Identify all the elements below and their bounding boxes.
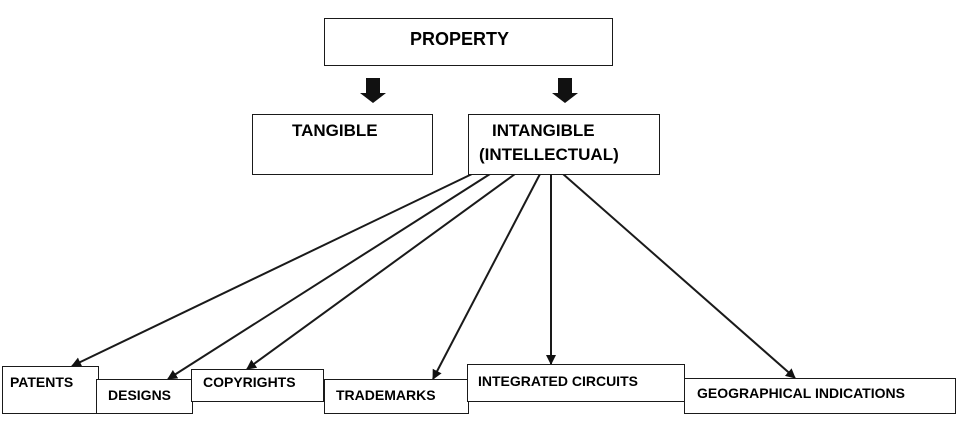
block-arrow-to-intangible bbox=[552, 78, 578, 103]
integrated-circuits-box: INTEGRATED CIRCUITS bbox=[467, 364, 685, 402]
designs-label: DESIGNS bbox=[108, 387, 172, 403]
copyrights-box: COPYRIGHTS bbox=[191, 369, 324, 402]
patents-box: PATENTS bbox=[2, 366, 99, 414]
trademarks-label: TRADEMARKS bbox=[336, 387, 436, 403]
arrow-to-designs bbox=[167, 173, 491, 380]
integrated-circuits-label: INTEGRATED CIRCUITS bbox=[478, 373, 638, 389]
patents-label: PATENTS bbox=[10, 374, 74, 390]
designs-box: DESIGNS bbox=[96, 379, 193, 414]
geographical-indications-label: GEOGRAPHICAL INDICATIONS bbox=[697, 385, 905, 401]
arrow-to-geographical-indications bbox=[562, 173, 796, 379]
arrow-to-copyrights bbox=[246, 173, 516, 370]
property-label: PROPERTY bbox=[410, 29, 510, 49]
property-box: PROPERTY bbox=[324, 18, 613, 66]
arrow-to-patents bbox=[71, 173, 473, 367]
intangible-label-line1: INTANGIBLE bbox=[492, 121, 595, 140]
trademarks-box: TRADEMARKS bbox=[324, 379, 469, 414]
intangible-label-line2: (INTELLECTUAL) bbox=[479, 145, 619, 164]
block-arrow-to-tangible bbox=[360, 78, 386, 103]
geographical-indications-box: GEOGRAPHICAL INDICATIONS bbox=[684, 378, 956, 414]
tangible-label: TANGIBLE bbox=[292, 121, 378, 140]
arrow-to-trademarks bbox=[432, 173, 541, 380]
copyrights-label: COPYRIGHTS bbox=[203, 374, 296, 390]
intangible-box: INTANGIBLE (INTELLECTUAL) bbox=[468, 114, 660, 175]
tangible-box: TANGIBLE bbox=[252, 114, 433, 175]
